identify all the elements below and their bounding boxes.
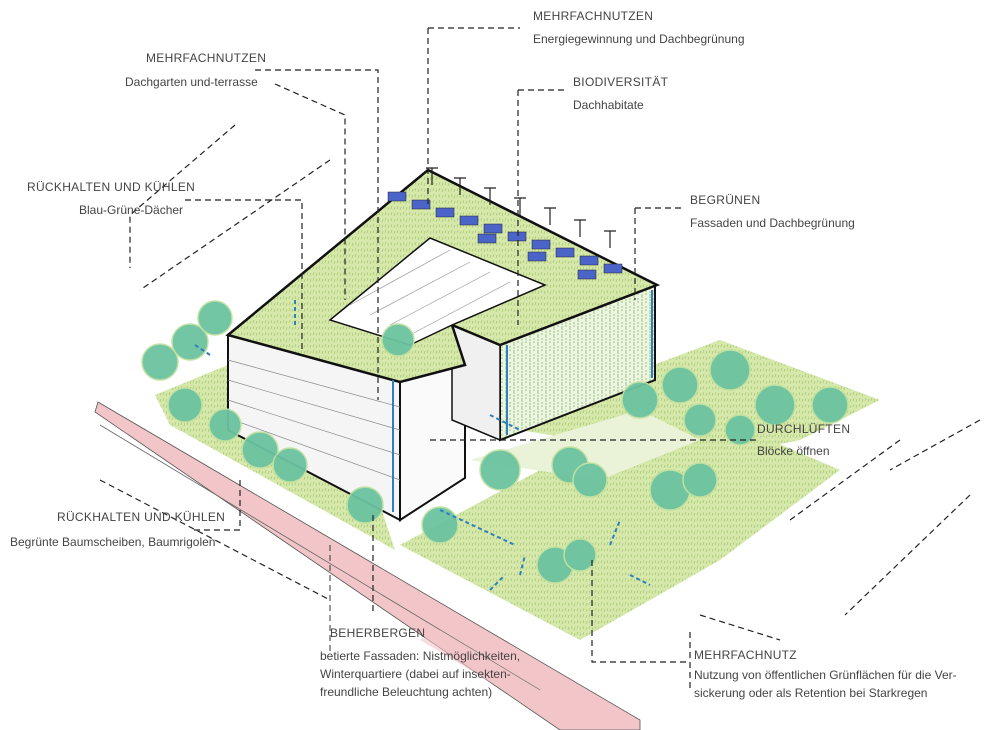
annotation-title: BEHERBERGEN <box>330 626 426 640</box>
annotation-title: RÜCKHALTEN UND KÜHLEN <box>27 180 196 194</box>
leader-lines <box>99 27 981 690</box>
solar-panels <box>387 191 623 280</box>
annotation-line: freundliche Beleuchtung achten) <box>320 685 493 699</box>
annotation-text: Blöcke öffnen <box>757 444 830 458</box>
annotation-line: betierte Fassaden: Nistmöglichkeiten, <box>320 649 521 663</box>
annotation-title: RÜCKHALTEN UND KÜHLEN <box>57 510 226 524</box>
annotation-text: Dachhabitate <box>573 98 644 112</box>
annotation-text: Fassaden und Dachbegrünung <box>690 216 855 230</box>
annotation-text: Begrünte Baumscheiben, Baumrigolen <box>10 535 216 549</box>
annotation-line: Winterquartiere (dabei auf insekten- <box>320 667 511 681</box>
annotation-title: BEGRÜNEN <box>690 193 761 207</box>
annotation-title: MEHRFACHNUTZ <box>694 648 797 662</box>
annotation-text: betierte Fassaden: Nistmöglichkeiten, Wi… <box>320 647 520 701</box>
annotation-text: Nutzung von öffentlichen Grünflächen für… <box>694 666 957 702</box>
street <box>94 401 641 730</box>
annotation-line: sickerung oder als Retention bei Starkre… <box>694 686 928 700</box>
trees <box>141 300 849 584</box>
annotation-text: Blau-Grüne-Dächer <box>79 203 184 217</box>
building <box>225 168 661 522</box>
rainwater-arrows <box>194 300 651 591</box>
annotation-title: BIODIVERSITÄT <box>573 75 669 89</box>
annotation-text: Dachgarten und-terrasse <box>125 75 258 89</box>
annotation-text: Energiegewinnung und Dachbegrünung <box>533 32 745 46</box>
annotation-title: MEHRFACHNUTZEN <box>533 9 654 23</box>
annotation-title: DURCHLÜFTEN <box>757 422 851 436</box>
annotation-line: Nutzung von öffentlichen Grünflächen für… <box>694 668 957 682</box>
annotation-title: MEHRFACHNUTZEN <box>146 51 267 65</box>
